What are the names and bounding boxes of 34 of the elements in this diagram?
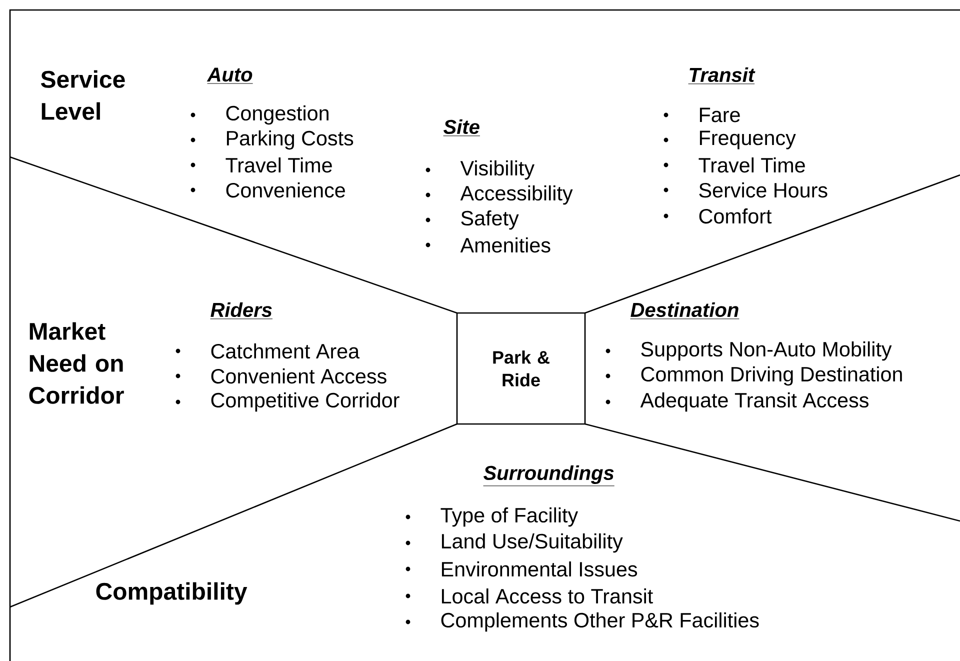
list-item: Service Hours — [664, 182, 828, 198]
category-heading: Auto — [206, 68, 254, 84]
list-item: Frequency — [664, 130, 796, 150]
list-item: Fare — [664, 108, 740, 122]
list-item: Amenities — [426, 237, 550, 253]
list-item: Parking Costs — [190, 130, 354, 150]
list-item: Competitive Corridor — [176, 392, 400, 412]
section-title: Market Need on Corridor — [29, 322, 124, 404]
section-title: Compatibility — [96, 582, 248, 605]
category-heading: Site — [443, 119, 480, 136]
list-item: Convenience — [190, 182, 345, 198]
list-item: Catchment Area — [176, 343, 360, 359]
list-item: Convenient Access — [176, 368, 386, 384]
list-item: Adequate Transit Access — [606, 392, 868, 412]
list-item: Supports Non-Auto Mobility — [606, 341, 892, 361]
category-heading: Transit — [688, 67, 756, 84]
list-item: Travel Time — [190, 157, 332, 173]
list-item: Travel Time — [664, 157, 805, 173]
center-box: Park & Ride — [456, 312, 586, 425]
category-heading: Surroundings — [483, 465, 615, 486]
list-item: Local Access to Transit — [406, 588, 653, 604]
list-item: Visibility — [426, 160, 534, 180]
list-item: Complements Other P&R Facilities — [406, 612, 759, 632]
list-item: Common Driving Destination — [606, 366, 902, 386]
list-item: Environmental Issues — [406, 561, 638, 577]
category-heading: Riders — [210, 302, 273, 320]
category-heading: Destination — [630, 302, 740, 320]
list-item: Congestion — [190, 105, 328, 125]
list-item: Type of Facility — [406, 507, 578, 527]
list-item: Comfort — [664, 208, 772, 224]
section-title: Service Level — [40, 70, 125, 120]
list-item: Safety — [426, 210, 519, 230]
list-item: Land Use/Suitability — [406, 533, 623, 553]
list-item: Accessibility — [426, 185, 573, 205]
